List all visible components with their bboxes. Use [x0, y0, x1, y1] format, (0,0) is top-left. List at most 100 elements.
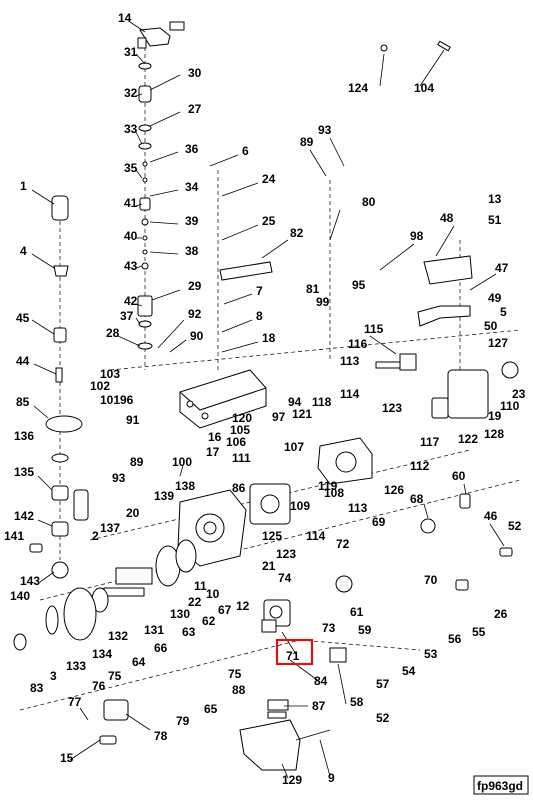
- part-label-107: 107: [284, 440, 304, 454]
- bracket-48: [423, 255, 473, 285]
- part-label-54: 54: [402, 664, 416, 678]
- part-label-64: 64: [132, 655, 146, 669]
- part-label-79: 79: [176, 714, 190, 728]
- part-label-25: 25: [262, 214, 276, 228]
- part-label-78: 78: [154, 729, 168, 743]
- part-label-106: 106: [226, 435, 246, 449]
- part-label-28: 28: [106, 326, 120, 340]
- part-label-128: 128: [484, 427, 504, 441]
- part-label-47: 47: [495, 261, 509, 275]
- part-label-44: 44: [16, 354, 30, 368]
- part-label-52: 52: [508, 519, 522, 533]
- part-104: [437, 40, 451, 52]
- part-label-17: 17: [206, 445, 220, 459]
- part-label-65: 65: [204, 702, 218, 716]
- part-label-16: 16: [208, 430, 222, 444]
- part-label-32: 32: [124, 86, 138, 100]
- part-label-10: 10: [206, 587, 220, 601]
- part-label-100: 100: [172, 455, 192, 469]
- part-label-125: 125: [262, 529, 282, 543]
- part-label-134: 134: [92, 647, 112, 661]
- part-61: [335, 575, 353, 593]
- part-label-117: 117: [420, 435, 440, 449]
- part-label-40: 40: [124, 229, 138, 243]
- tube-47: [417, 305, 471, 327]
- stack-parts: [137, 62, 153, 350]
- part-label-132: 132: [108, 629, 128, 643]
- part-label-37: 37: [120, 309, 134, 323]
- part-label-114: 114: [306, 529, 326, 543]
- part-label-70: 70: [424, 573, 438, 587]
- part-label-71: 71: [286, 649, 300, 663]
- part-label-42: 42: [124, 294, 138, 308]
- part-label-111: 111: [232, 451, 251, 465]
- part-label-75: 75: [108, 669, 122, 683]
- part-26: [455, 579, 469, 591]
- part-label-13: 13: [488, 192, 502, 206]
- pump-body: [177, 489, 247, 567]
- assembly-line: [89, 449, 471, 541]
- part-label-43: 43: [124, 259, 138, 273]
- part-label-95: 95: [352, 278, 366, 292]
- part-label-39: 39: [185, 214, 199, 228]
- part-label-6: 6: [242, 144, 249, 158]
- part-label-53: 53: [424, 647, 438, 661]
- housing-125: [249, 483, 291, 525]
- part-label-27: 27: [188, 102, 202, 116]
- housing-100: [179, 369, 267, 429]
- part-label-124: 124: [348, 81, 368, 95]
- bracket-129: [239, 719, 331, 771]
- part-label-114: 114: [340, 387, 360, 401]
- part-label-83: 83: [30, 681, 44, 695]
- part-label-88: 88: [232, 683, 246, 697]
- part-label-93: 93: [112, 471, 126, 485]
- part-label-20: 20: [126, 506, 140, 520]
- figure-id: fp963gd: [477, 779, 523, 793]
- part-label-49: 49: [488, 291, 502, 305]
- part-label-104: 104: [414, 81, 434, 95]
- part-label-22: 22: [188, 595, 202, 609]
- part-label-9: 9: [328, 771, 335, 785]
- part-label-121: 121: [292, 407, 312, 421]
- part-label-66: 66: [154, 641, 168, 655]
- part-label-26: 26: [494, 607, 508, 621]
- part-label-8: 8: [256, 309, 263, 323]
- part-label-41: 41: [124, 196, 138, 210]
- part-label-67: 67: [218, 603, 232, 617]
- part-label-59: 59: [358, 623, 372, 637]
- part-87: [267, 699, 289, 711]
- part-label-30: 30: [188, 66, 202, 80]
- part-label-86: 86: [232, 481, 246, 495]
- part-label-2: 2: [92, 529, 99, 543]
- part-label-63: 63: [182, 625, 196, 639]
- part-label-12: 12: [236, 599, 250, 613]
- part-label-137: 137: [100, 521, 120, 535]
- part-label-51: 51: [488, 213, 502, 227]
- part-label-5: 5: [500, 305, 507, 319]
- part-label-24: 24: [262, 172, 276, 186]
- part-label-75: 75: [228, 667, 242, 681]
- part-label-93: 93: [318, 123, 332, 137]
- part-label-112: 112: [410, 459, 430, 473]
- part-label-118: 118: [312, 395, 332, 409]
- part-label-61: 61: [350, 605, 364, 619]
- part-label-94: 94: [288, 395, 302, 409]
- ring-133: [63, 587, 97, 641]
- shaft-116: [375, 353, 417, 371]
- part-label-139: 139: [154, 489, 174, 503]
- part-label-126: 126: [384, 483, 404, 497]
- part-label-74: 74: [278, 571, 292, 585]
- part-label-102: 102: [90, 379, 110, 393]
- part-label-127: 127: [488, 336, 508, 350]
- part-label-31: 31: [124, 45, 138, 59]
- assembly-line: [109, 329, 521, 371]
- part-label-129: 129: [282, 773, 302, 787]
- part-68: [420, 518, 436, 534]
- part-label-80: 80: [362, 195, 376, 209]
- part-label-89: 89: [130, 455, 144, 469]
- part-label-46: 46: [484, 509, 498, 523]
- part-label-113: 113: [340, 354, 360, 368]
- part-label-4: 4: [20, 244, 27, 258]
- part-label-56: 56: [448, 632, 462, 646]
